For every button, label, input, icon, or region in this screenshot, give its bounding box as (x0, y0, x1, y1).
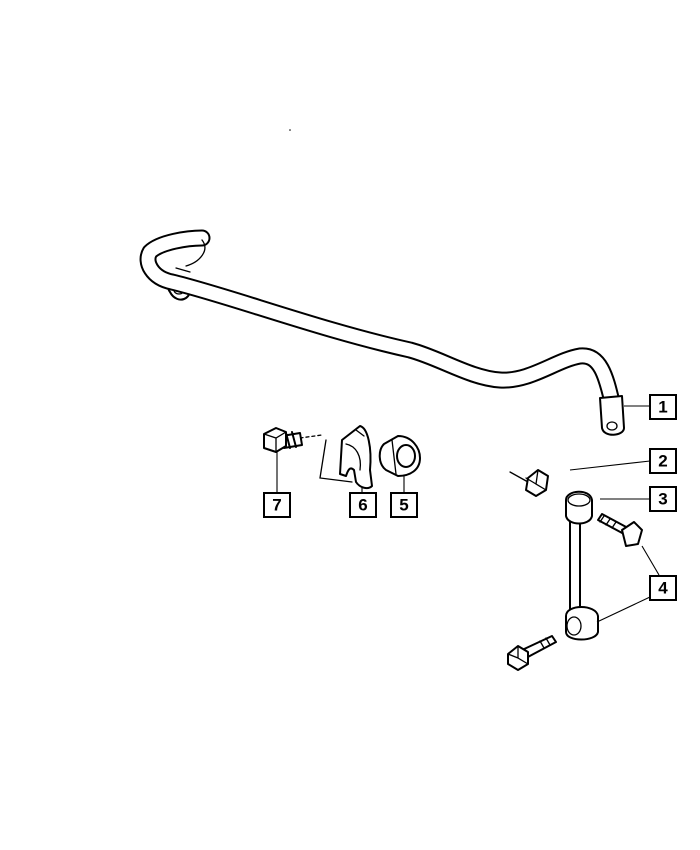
bushing[interactable] (378, 435, 421, 477)
upper-bolt-threads (599, 515, 617, 529)
sway-bar-link[interactable] (565, 490, 599, 641)
callout-2-label: 2 (658, 452, 667, 471)
bolt-centerline (299, 434, 323, 439)
upper-bolt-head (621, 521, 643, 547)
link-rod (569, 511, 581, 617)
leader-4b (596, 596, 651, 623)
link-lower-bolt[interactable] (507, 635, 557, 671)
bar-outline (139, 229, 621, 411)
callout-1-label: 1 (658, 398, 667, 417)
link-lower-eye-face (566, 616, 582, 636)
callout-4[interactable]: 4 (649, 575, 677, 601)
callout-7-label: 7 (272, 496, 281, 515)
lower-bolt-threads (539, 637, 551, 649)
callout-3[interactable]: 3 (649, 486, 677, 512)
callout-6-label: 6 (358, 496, 367, 515)
bar-right-end (599, 395, 625, 436)
retainer-dash-line (319, 439, 353, 483)
bar-left-bend-line-2 (175, 267, 191, 273)
callout-5[interactable]: 5 (390, 492, 418, 518)
lower-bolt-head-facets (507, 645, 529, 665)
callout-2[interactable]: 2 (649, 448, 677, 474)
link-nut-facets (525, 469, 547, 491)
leader-2 (569, 460, 651, 471)
nut-centerline (509, 471, 529, 483)
link-nut[interactable] (509, 469, 549, 497)
link-upper-eye-top (567, 493, 591, 507)
callout-3-label: 3 (658, 490, 667, 509)
bar-fill (141, 231, 619, 409)
retainer-top-tab (355, 429, 365, 437)
bracket-bolt[interactable] (263, 427, 323, 453)
link-lower-eye (565, 606, 599, 641)
leader-4a (641, 545, 660, 576)
bracket-bolt-head (263, 427, 287, 453)
retainer-body (339, 425, 373, 490)
stabilizer-bar[interactable] (139, 229, 625, 436)
link-upper-bolt[interactable] (597, 513, 643, 547)
bushing-retainer[interactable] (319, 425, 373, 490)
callout-4-label: 4 (658, 579, 668, 598)
callout-6[interactable]: 6 (349, 492, 377, 518)
callout-5-label: 5 (399, 496, 408, 515)
callout-7[interactable]: 7 (263, 492, 291, 518)
stray-mark (289, 129, 291, 131)
callout-1[interactable]: 1 (649, 394, 677, 420)
bushing-slit (391, 439, 397, 475)
retainer-inner-curve (345, 443, 362, 471)
bar-right-end-hole (606, 421, 618, 431)
bracket-bolt-head-facets (263, 431, 287, 453)
bushing-bore (396, 444, 416, 468)
leader-lines (276, 405, 660, 623)
link-upper-eye (565, 490, 593, 525)
bar-left-bend-line (185, 239, 206, 267)
